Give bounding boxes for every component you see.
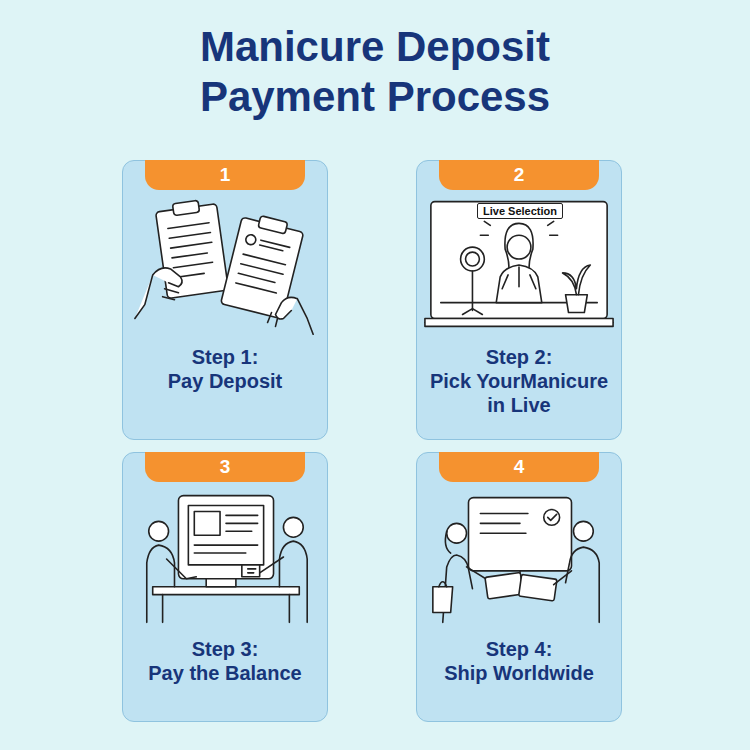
- diagram-title: Manicure Deposit Payment Process: [40, 22, 710, 122]
- step-card: 3Step 3:Pay the Balance: [122, 452, 328, 722]
- step-heading: Step 1:: [131, 345, 319, 369]
- step-heading: Step 3:: [131, 637, 319, 661]
- step-number: 1: [145, 160, 305, 190]
- step-card: 1Step 1:Pay Deposit: [122, 160, 328, 440]
- step-description: Ship Worldwide: [425, 661, 613, 685]
- shipping-illustration: [417, 487, 621, 627]
- step-heading: Step 4:: [425, 637, 613, 661]
- step-heading: Step 2:: [425, 345, 613, 369]
- step-description: Pay Deposit: [131, 369, 319, 393]
- screen-label: Live Selection: [477, 203, 563, 219]
- kiosk-illustration: [123, 487, 327, 627]
- step-number: 4: [439, 452, 599, 482]
- step-card: 4Step 4:Ship Worldwide: [416, 452, 622, 722]
- step-number: 2: [439, 160, 599, 190]
- step-card: 2Step 2:Pick YourManicure in Live Live Se…: [416, 160, 622, 440]
- step-number: 3: [145, 452, 305, 482]
- clipboards-illustration: [123, 195, 327, 335]
- step-description: Pay the Balance: [131, 661, 319, 685]
- step-description: Pick YourManicure in Live: [425, 369, 613, 417]
